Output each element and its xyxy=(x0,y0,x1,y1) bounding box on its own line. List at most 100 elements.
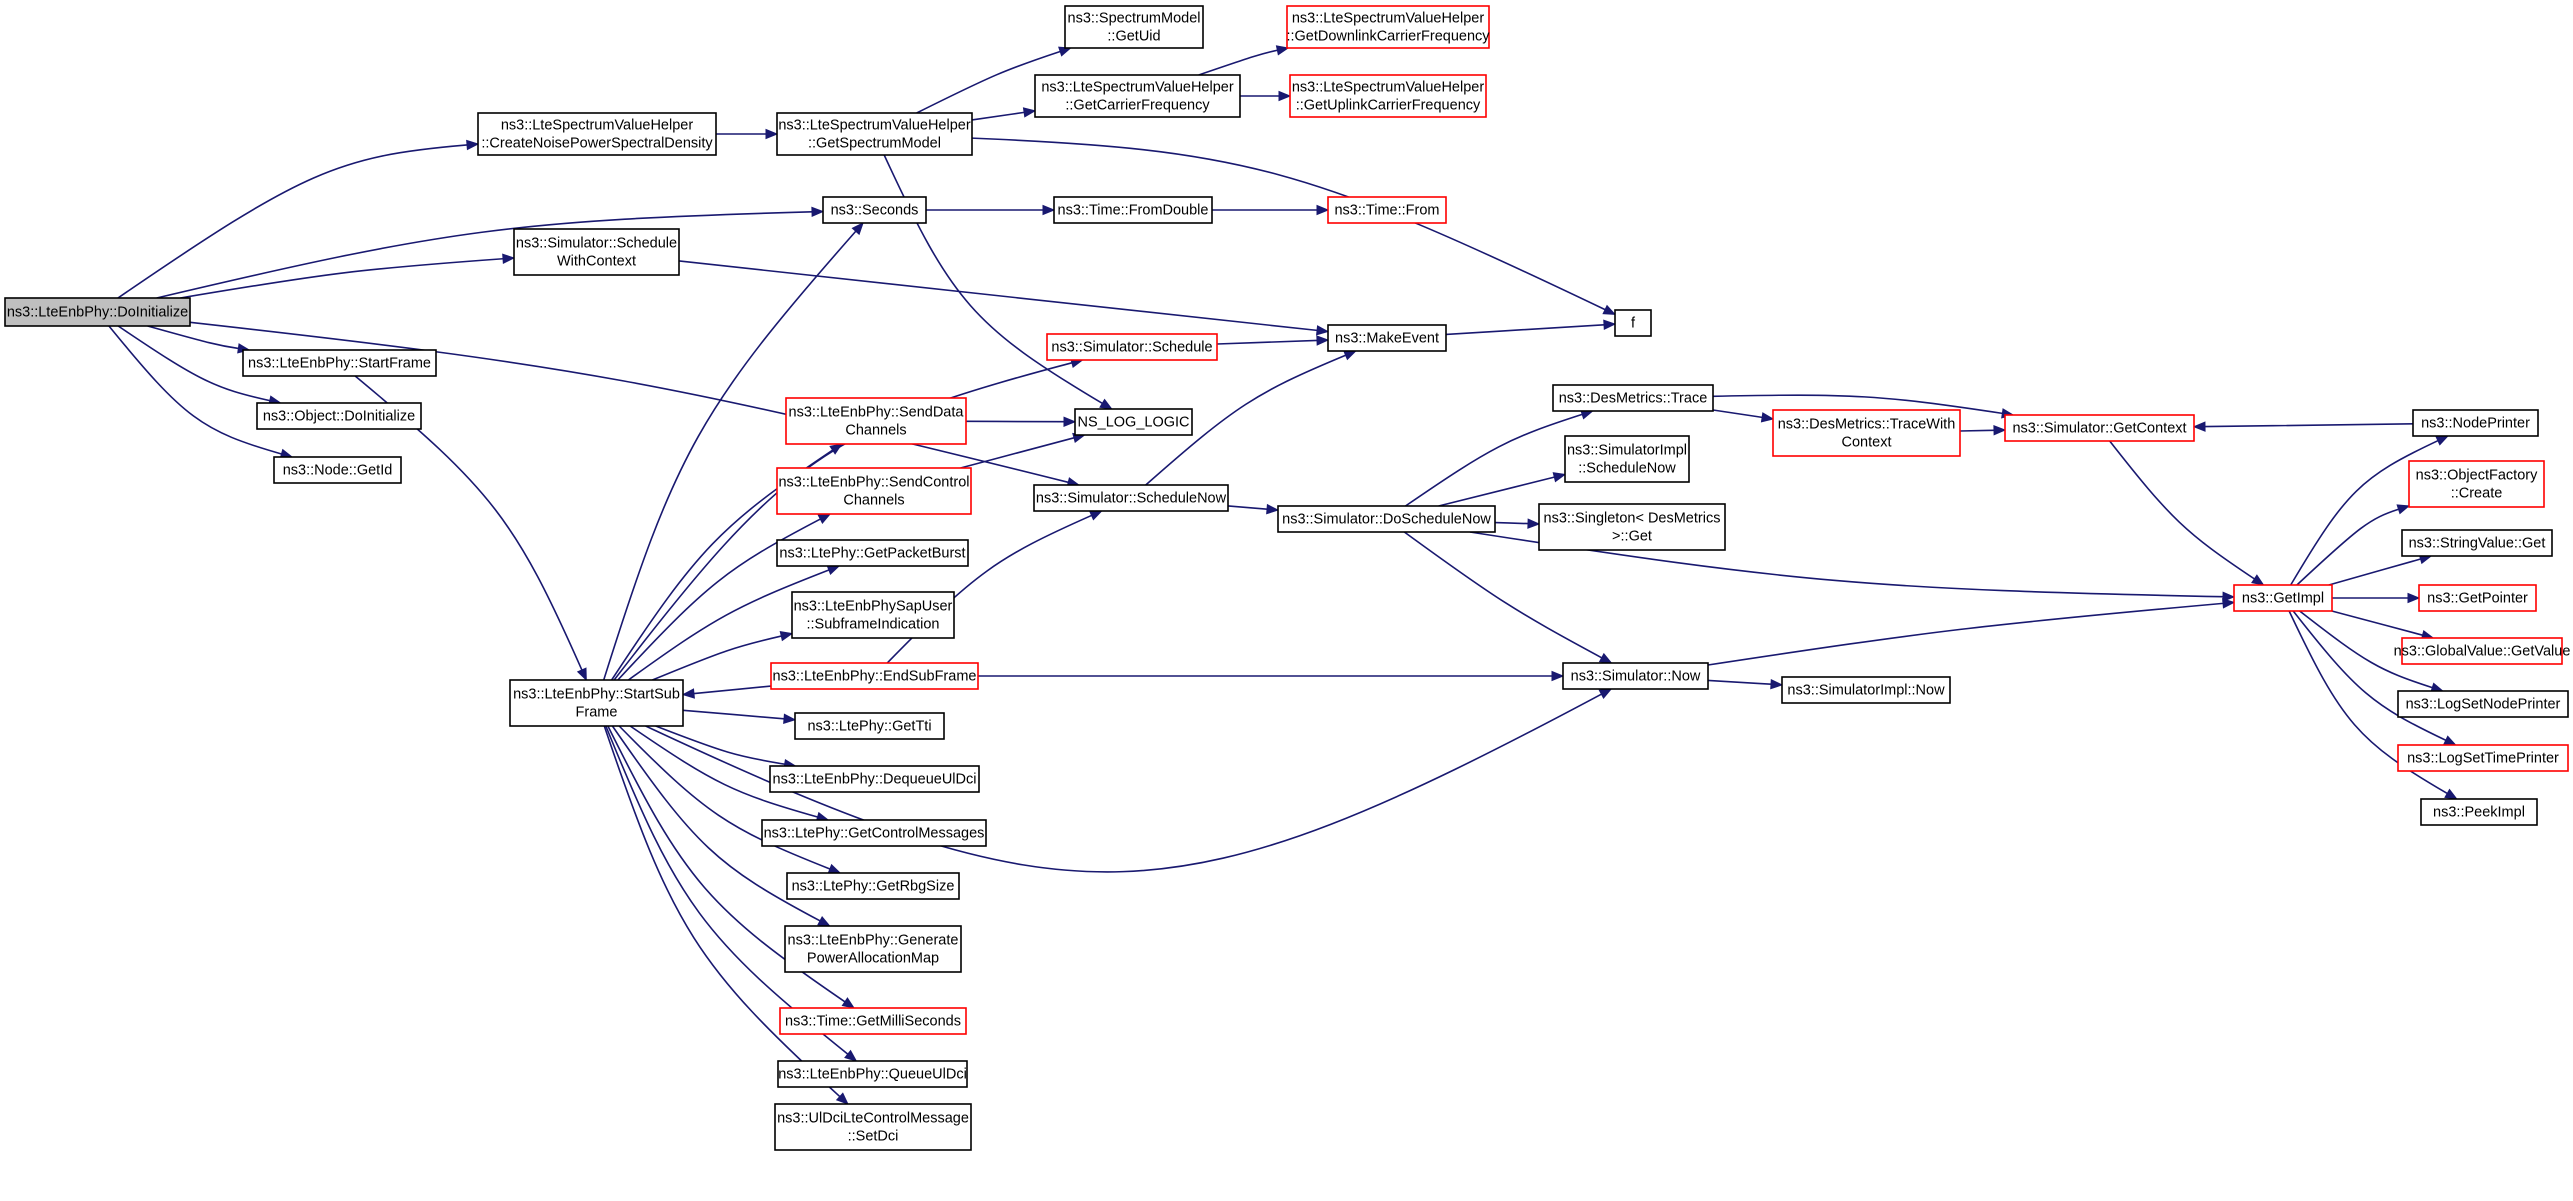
node-peekimpl[interactable]: ns3::PeekImpl xyxy=(2420,798,2538,826)
edge-dmtrace-to-dmtwc xyxy=(1712,409,1775,423)
node-getpb[interactable]: ns3::LtePhy::GetPacketBurst xyxy=(776,539,969,567)
node-getctrlmsg[interactable]: ns3::LtePhy::GetControlMessages xyxy=(761,819,987,847)
node-dequeue[interactable]: ns3::LteEnbPhy::DequeueUlDci xyxy=(769,765,980,793)
node-makeevent[interactable]: ns3::MakeEvent xyxy=(1327,324,1447,352)
node-label: Context xyxy=(1842,435,1892,451)
node-label: Channels xyxy=(843,493,904,509)
node-label: ns3::GetImpl xyxy=(2242,591,2324,607)
edge-dosched-to-simnow xyxy=(1403,531,1613,664)
node-smuid[interactable]: ns3::SpectrumModel::GetUid xyxy=(1064,5,1204,49)
edge-getctx-to-getimpl xyxy=(2109,440,2265,586)
node-label: ns3::SimulatorImpl xyxy=(1567,443,1687,459)
node-logsettime[interactable]: ns3::LogSetTimePrinter xyxy=(2397,744,2569,772)
node-gcf[interactable]: ns3::LteSpectrumValueHelper::GetCarrierF… xyxy=(1034,74,1241,118)
edge-getimpl-to-peekimpl xyxy=(2288,610,2458,800)
node-stringget[interactable]: ns3::StringValue::Get xyxy=(2401,529,2553,557)
node-nodeprinter[interactable]: ns3::NodePrinter xyxy=(2412,409,2539,437)
node-getms[interactable]: ns3::Time::GetMilliSeconds xyxy=(779,1007,967,1035)
node-label: PowerAllocationMap xyxy=(807,951,939,967)
node-cnpsd[interactable]: ns3::LteSpectrumValueHelper::CreateNoise… xyxy=(477,112,717,156)
node-label: ns3::LtePhy::GetPacketBurst xyxy=(779,546,965,562)
edge-seconds-to-fromdouble xyxy=(925,204,1056,216)
edge-endsub-to-simnow xyxy=(977,670,1565,682)
node-genpam[interactable]: ns3::LteEnbPhy::GeneratePowerAllocationM… xyxy=(784,925,962,973)
node-schedule[interactable]: ns3::Simulator::Schedule xyxy=(1046,333,1218,361)
node-label: ns3::LtePhy::GetRbgSize xyxy=(792,879,955,895)
edge-getimpl-to-logsettime xyxy=(2292,610,2457,746)
edge-startsub-to-getrbg xyxy=(618,725,842,874)
node-globalget[interactable]: ns3::GlobalValue::GetValue xyxy=(2394,637,2571,665)
node-label: ns3::ObjectFactory xyxy=(2416,468,2538,484)
node-label: ns3::LteEnbPhy::StartSub xyxy=(513,687,680,703)
node-startframe[interactable]: ns3::LteEnbPhy::StartFrame xyxy=(242,349,437,377)
node-getimpl[interactable]: ns3::GetImpl xyxy=(2233,584,2333,612)
node-getrbg[interactable]: ns3::LtePhy::GetRbgSize xyxy=(786,872,960,900)
node-objfactory[interactable]: ns3::ObjectFactory::Create xyxy=(2408,460,2545,508)
edge-schedule-to-makeevent xyxy=(1216,335,1330,346)
edge-simnow-to-simimplnow xyxy=(1707,678,1784,690)
node-f[interactable]: f xyxy=(1614,309,1652,337)
node-seconds[interactable]: ns3::Seconds xyxy=(822,196,927,224)
node-nslog[interactable]: NS_LOG_LOGIC xyxy=(1074,408,1193,436)
node-getpointer[interactable]: ns3::GetPointer xyxy=(2418,584,2537,612)
node-label: ns3::Simulator::GetContext xyxy=(2012,421,2186,437)
node-label: ns3::Time::FromDouble xyxy=(1058,203,1209,219)
node-uldci[interactable]: ns3::UlDciLteControlMessage::SetDci xyxy=(774,1103,972,1151)
edge-getimpl-to-getpointer xyxy=(2332,592,2421,604)
node-nodegetid[interactable]: ns3::Node::GetId xyxy=(273,456,402,484)
node-label: ns3::PeekImpl xyxy=(2433,805,2525,821)
node-label: Channels xyxy=(845,423,906,439)
node-label: ns3::Simulator::Schedule xyxy=(516,236,677,252)
node-label: ns3::DesMetrics::Trace xyxy=(1559,391,1708,407)
edge-root-to-startframe xyxy=(147,325,251,354)
node-objinit[interactable]: ns3::Object::DoInitialize xyxy=(256,402,422,430)
node-logsetnode[interactable]: ns3::LogSetNodePrinter xyxy=(2397,690,2569,718)
edge-gsm-to-f xyxy=(971,137,1617,315)
node-label: ns3::LteSpectrumValueHelper xyxy=(1292,80,1485,96)
edge-simnow-to-getimpl xyxy=(1707,598,2236,666)
node-gucf[interactable]: ns3::LteSpectrumValueHelper::GetUplinkCa… xyxy=(1289,74,1487,118)
node-fromdouble[interactable]: ns3::Time::FromDouble xyxy=(1053,196,1213,224)
node-endsub[interactable]: ns3::LteEnbPhy::EndSubFrame xyxy=(770,662,979,690)
edge-nodeprinter-to-getctx xyxy=(2192,421,2414,432)
node-label: ns3::LogSetNodePrinter xyxy=(2406,697,2561,713)
node-label: ::GetSpectrumModel xyxy=(808,136,941,152)
node-queue[interactable]: ns3::LteEnbPhy::QueueUlDci xyxy=(777,1060,968,1088)
node-label: ns3::Simulator::Schedule xyxy=(1051,340,1212,356)
node-label: ::GetUplinkCarrierFrequency xyxy=(1296,98,1481,114)
node-gettti[interactable]: ns3::LtePhy::GetTti xyxy=(794,712,945,740)
node-label: ns3::Seconds xyxy=(831,203,919,219)
node-label: ns3::Simulator::ScheduleNow xyxy=(1036,491,1227,507)
node-label: ns3::LteSpectrumValueHelper xyxy=(501,118,694,134)
node-getctx[interactable]: ns3::Simulator::GetContext xyxy=(2004,414,2195,442)
node-label: NS_LOG_LOGIC xyxy=(1077,415,1189,431)
node-gdcf[interactable]: ns3::LteSpectrumValueHelper::GetDownlink… xyxy=(1286,5,1490,49)
node-simimplnow[interactable]: ns3::SimulatorImpl::Now xyxy=(1781,676,1951,704)
node-singleton[interactable]: ns3::Singleton< DesMetrics>::Get xyxy=(1538,503,1726,551)
node-dosched[interactable]: ns3::Simulator::DoScheduleNow xyxy=(1277,505,1496,533)
nodes-layer: ns3::LteEnbPhy::DoInitializens3::LteSpec… xyxy=(4,5,2571,1151)
node-label: ns3::LteEnbPhy::SendData xyxy=(789,405,965,421)
node-label: ns3::Object::DoInitialize xyxy=(263,409,415,425)
edge-gsm-to-nslog xyxy=(883,154,1113,410)
node-label: Frame xyxy=(576,705,618,721)
node-sapuser[interactable]: ns3::LteEnbPhySapUser::SubframeIndicatio… xyxy=(791,591,955,639)
node-label: ::Create xyxy=(2451,486,2503,502)
node-simimplsched[interactable]: ns3::SimulatorImpl::ScheduleNow xyxy=(1564,435,1690,483)
node-schednow[interactable]: ns3::Simulator::ScheduleNow xyxy=(1033,484,1229,512)
node-label: ::SetDci xyxy=(848,1129,899,1145)
node-dmtrace[interactable]: ns3::DesMetrics::Trace xyxy=(1552,384,1714,412)
node-label: ::CreateNoisePowerSpectralDensity xyxy=(481,136,713,152)
node-label: f xyxy=(1631,316,1636,332)
node-gsm[interactable]: ns3::LteSpectrumValueHelper::GetSpectrum… xyxy=(776,112,973,156)
edge-dmtwc-to-getctx xyxy=(1959,425,2007,436)
edge-dosched-to-simimplsched xyxy=(1438,472,1567,507)
edge-startsub-to-getctrlmsg xyxy=(629,725,830,822)
node-from[interactable]: ns3::Time::From xyxy=(1327,196,1447,224)
node-simnow[interactable]: ns3::Simulator::Now xyxy=(1562,662,1709,690)
